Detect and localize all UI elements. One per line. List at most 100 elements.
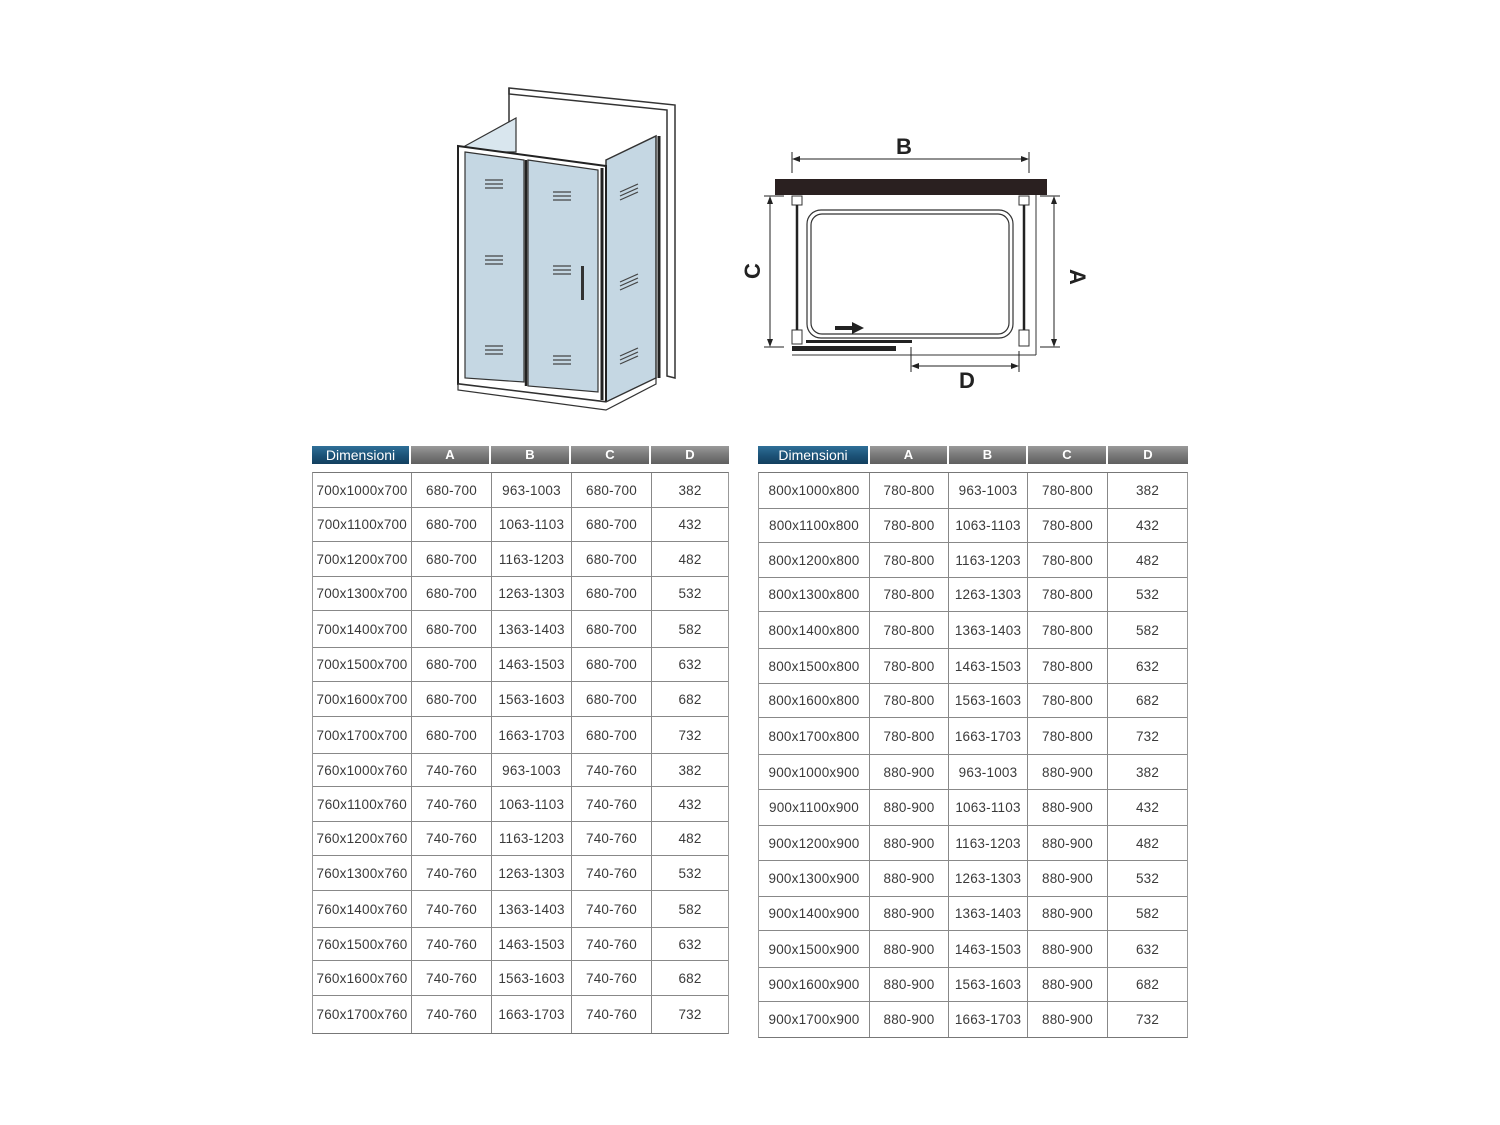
cell-dimensioni: 760x1300x760 (313, 856, 412, 890)
cell-a: 680-700 (412, 473, 492, 507)
cell-a: 880-900 (870, 861, 949, 896)
cell-dimensioni: 900x1600x900 (759, 968, 870, 1001)
cell-b: 963-1003 (949, 473, 1028, 508)
cell-dimensioni: 800x1700x800 (759, 718, 870, 754)
cell-b: 1663-1703 (492, 996, 572, 1033)
cell-dimensioni: 900x1500x900 (759, 931, 870, 967)
cell-c: 740-760 (572, 856, 652, 890)
dimension-label-c: C (740, 263, 765, 279)
cell-a: 880-900 (870, 790, 949, 825)
header-c: C (1028, 446, 1108, 464)
cell-d: 632 (678, 936, 702, 952)
cell-c: 740-760 (572, 996, 652, 1033)
cell-c: 680-700 (572, 542, 652, 576)
cell-b: 1563-1603 (949, 684, 1028, 717)
cell-b: 1063-1103 (492, 787, 572, 821)
cell-dimensioni: 760x1400x760 (313, 891, 412, 927)
table-header: Dimensioni A B C D (312, 446, 729, 464)
cell-d: 382 (678, 762, 702, 778)
cell-dimensioni: 800x1200x800 (759, 543, 870, 577)
cell-dimensioni: 700x1600x700 (313, 682, 412, 716)
cell-d: 682 (678, 691, 702, 707)
cell-b: 1063-1103 (949, 790, 1028, 825)
cell-a: 680-700 (412, 577, 492, 610)
cell-b: 963-1003 (492, 754, 572, 786)
cell-dimensioni: 800x1300x800 (759, 578, 870, 611)
cell-a: 740-760 (412, 822, 492, 855)
cell-c: 740-760 (572, 754, 652, 786)
cell-d: 582 (1135, 906, 1160, 921)
cell-dimensioni: 760x1700x760 (313, 996, 412, 1033)
cell-b: 1463-1503 (949, 931, 1028, 967)
cell-c: 680-700 (572, 611, 652, 647)
cell-b: 1263-1303 (492, 577, 572, 610)
cell-dimensioni: 800x1100x800 (759, 509, 870, 542)
cell-d: 382 (1135, 483, 1160, 498)
cell-d: 382 (1135, 764, 1160, 780)
cell-a: 740-760 (412, 787, 492, 821)
cell-d: 732 (678, 1007, 702, 1022)
cell-b: 1663-1703 (949, 718, 1028, 754)
cell-d: 582 (678, 621, 702, 637)
cell-d: 382 (678, 482, 702, 498)
cell-a: 780-800 (870, 509, 949, 542)
cell-d: 682 (1135, 977, 1160, 992)
cell-c: 780-800 (1028, 684, 1108, 717)
cell-c: 880-900 (1028, 861, 1108, 896)
cell-d: 432 (678, 517, 702, 532)
cell-b: 1363-1403 (949, 897, 1028, 930)
cell-dimensioni: 900x1400x900 (759, 897, 870, 930)
cell-c: 680-700 (572, 508, 652, 541)
cell-a: 680-700 (412, 611, 492, 647)
cell-dimensioni: 900x1100x900 (759, 790, 870, 825)
cell-dimensioni: 760x1100x760 (313, 787, 412, 821)
shower-perspective-diagram (457, 87, 676, 411)
arrow-right-icon (835, 322, 864, 334)
cell-b: 1563-1603 (492, 961, 572, 995)
cell-d: 532 (1135, 587, 1160, 602)
dimension-label-a: A (1065, 269, 1090, 285)
cell-b: 1163-1203 (492, 822, 572, 855)
cell-dimensioni: 900x1700x900 (759, 1002, 870, 1037)
cell-d: 682 (678, 970, 702, 986)
cell-a: 680-700 (412, 682, 492, 716)
cell-b: 1663-1703 (949, 1002, 1028, 1037)
cell-dimensioni: 700x1400x700 (313, 611, 412, 647)
cell-b: 1163-1203 (949, 543, 1028, 577)
cell-d: 482 (678, 551, 702, 567)
cell-c: 680-700 (572, 682, 652, 716)
cell-a: 740-760 (412, 996, 492, 1033)
cell-c: 740-760 (572, 891, 652, 927)
cell-a: 680-700 (412, 648, 492, 681)
header-dimensioni: Dimensioni (312, 446, 411, 464)
cell-c: 780-800 (1028, 578, 1108, 611)
cell-c: 780-800 (1028, 612, 1108, 648)
cell-dimensioni: 700x1100x700 (313, 508, 412, 541)
dimension-label-d: D (959, 368, 975, 393)
cell-a: 780-800 (870, 612, 949, 648)
cell-c: 740-760 (572, 822, 652, 855)
dimension-label-b: B (896, 134, 912, 159)
cell-a: 680-700 (412, 508, 492, 541)
cell-c: 780-800 (1028, 473, 1108, 508)
cell-dimensioni: 700x1000x700 (313, 473, 412, 507)
cell-d: 732 (1135, 728, 1160, 744)
cell-d: 532 (678, 586, 702, 601)
cell-a: 740-760 (412, 961, 492, 995)
